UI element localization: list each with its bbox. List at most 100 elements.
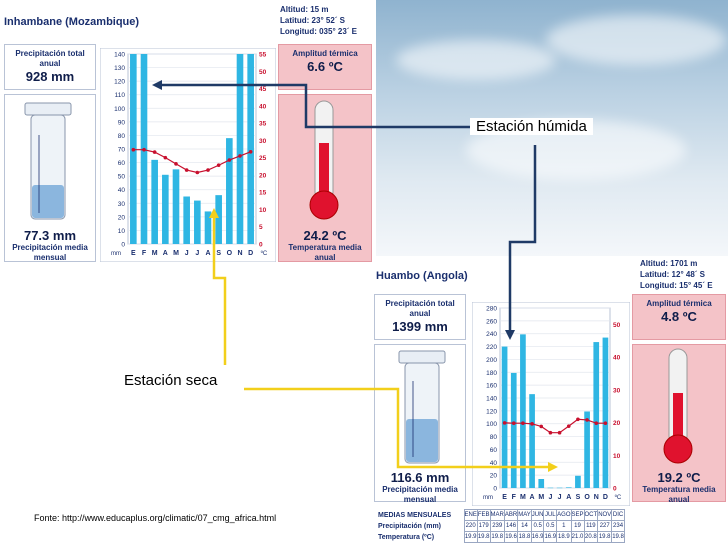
y-tick-label: 120: [486, 408, 497, 415]
y-unit-label: mm: [483, 495, 493, 501]
temp-point: [131, 147, 136, 152]
y-tick-label: 280: [486, 306, 497, 313]
precip-bar: [547, 487, 554, 489]
temp-line: [133, 149, 251, 174]
wet-season-label: Estación húmida: [470, 118, 593, 135]
temp-mean-value: 24.2 ºC: [303, 228, 347, 243]
temp-point: [557, 430, 562, 435]
altitude: Altitud: 1701 m: [640, 259, 698, 268]
table-header-label: MEDIAS MENSUALES: [378, 511, 452, 519]
dry-arrowhead: [209, 208, 219, 218]
y-tick-label: 160: [486, 383, 497, 390]
precip-bar: [151, 159, 158, 244]
x-tick-label: M: [538, 494, 544, 501]
amplitude-label: Amplitud térmica: [292, 49, 358, 58]
temp-point: [576, 417, 580, 422]
temp-point: [521, 421, 525, 425]
y2-tick-label: 10: [259, 207, 267, 214]
temp-row-label: Temperatura (ºC): [378, 533, 435, 541]
precip-total-label: Precipitación total anual: [385, 299, 455, 318]
temp-mean-box: 19.2 ºC Temperatura media anual: [632, 344, 726, 504]
temp-point: [174, 162, 178, 166]
precip-bar: [584, 411, 590, 488]
month-cell: MAR: [489, 509, 505, 521]
temp-point: [238, 154, 242, 158]
precip-bar: [236, 54, 244, 244]
climograph-inhambane: Inhambane (Mozambique) Altitud: 15 m Lat…: [0, 0, 376, 268]
rain-gauge-icon: [398, 350, 446, 464]
x-tick-label: J: [195, 250, 199, 257]
climograph-plot: 0204060801001201401601802002202402602800…: [472, 302, 630, 506]
y2-unit-label: ºC: [615, 494, 622, 501]
y-tick-label: 90: [118, 119, 126, 126]
dry-season-arrow: [212, 218, 548, 469]
y2-tick-label: 20: [259, 172, 267, 179]
x-tick-label: A: [205, 250, 210, 257]
y-tick-label: 80: [490, 434, 498, 441]
amplitude-value: 4.8 ºC: [661, 309, 697, 324]
temp-cell: 19.8: [597, 531, 613, 543]
cloud: [546, 15, 726, 65]
precip-bar: [575, 475, 581, 488]
precip-bar: [204, 211, 212, 244]
latitude: Latitud: 12° 48´ S: [640, 270, 705, 279]
y-tick-label: 60: [118, 160, 126, 167]
amplitude-label: Amplitud térmica: [646, 299, 712, 308]
y-unit-label: mm: [111, 251, 121, 257]
precip-bar: [529, 394, 535, 488]
temp-mean-box: 24.2 ºC Temperatura media anual: [278, 94, 372, 262]
wet-season-arrow: [160, 83, 537, 330]
precip-total-box: Precipitación total anual 928 mm: [4, 44, 96, 90]
x-tick-label: F: [512, 494, 517, 501]
x-tick-label: S: [216, 250, 221, 257]
amplitude-box: Amplitud térmica 4.8 ºC: [632, 294, 726, 340]
cloud: [396, 40, 556, 80]
station-name: Inhambane (Mozambique): [4, 16, 140, 28]
x-tick-label: E: [131, 250, 136, 257]
precip-bar: [215, 195, 222, 244]
y2-tick-label: 55: [259, 52, 267, 59]
x-tick-label: N: [237, 250, 242, 257]
x-tick-label: E: [502, 494, 507, 501]
y2-unit-label: ºC: [261, 250, 268, 257]
temp-point: [248, 149, 253, 154]
y-tick-label: 0: [121, 242, 125, 249]
precip-mean-value: 116.6 mm: [390, 470, 450, 485]
dry-season-label: Estación seca: [120, 372, 222, 389]
altitude: Altitud: 15 m: [280, 5, 329, 14]
temp-point: [530, 422, 534, 426]
y2-tick-label: 10: [613, 453, 621, 460]
precip-bar: [247, 54, 254, 244]
temp-point: [594, 421, 599, 425]
precip-bar: [226, 138, 233, 244]
precip-bar: [593, 342, 600, 488]
y2-tick-label: 25: [259, 155, 267, 162]
y-tick-label: 10: [118, 228, 126, 235]
y2-tick-label: 40: [613, 355, 621, 362]
temp-cell: 16.9: [543, 531, 558, 543]
y2-tick-label: 30: [259, 138, 267, 145]
temp-cell: 19.6: [503, 531, 519, 543]
temp-point: [163, 155, 168, 160]
precip-bar: [538, 479, 545, 488]
y-tick-label: 80: [118, 133, 126, 140]
y2-tick-label: 5: [259, 224, 263, 231]
x-tick-label: F: [142, 250, 147, 257]
x-tick-label: M: [152, 250, 158, 257]
x-tick-label: A: [566, 494, 571, 501]
precip-bar: [520, 334, 526, 488]
precip-bar: [556, 487, 563, 489]
station-coordinates: Altitud: 15 m Latitud: 23° 52´ S Longitu…: [280, 4, 357, 37]
y2-tick-label: 35: [259, 121, 267, 128]
precip-total-label: Precipitación total anual: [15, 49, 85, 68]
y2-tick-label: 50: [613, 322, 621, 329]
x-tick-label: M: [173, 250, 179, 257]
rain-gauge-icon: [24, 102, 72, 220]
y-tick-label: 40: [490, 460, 498, 467]
x-tick-label: N: [594, 494, 599, 501]
wet-arrowhead: [505, 330, 515, 340]
temp-point: [548, 430, 553, 435]
x-tick-label: D: [248, 250, 253, 257]
monthly-means-table: MEDIAS MENSUALES ENE FEB MAR ABR MAY JUN…: [376, 509, 625, 543]
latitude: Latitud: 23° 52´ S: [280, 16, 345, 25]
